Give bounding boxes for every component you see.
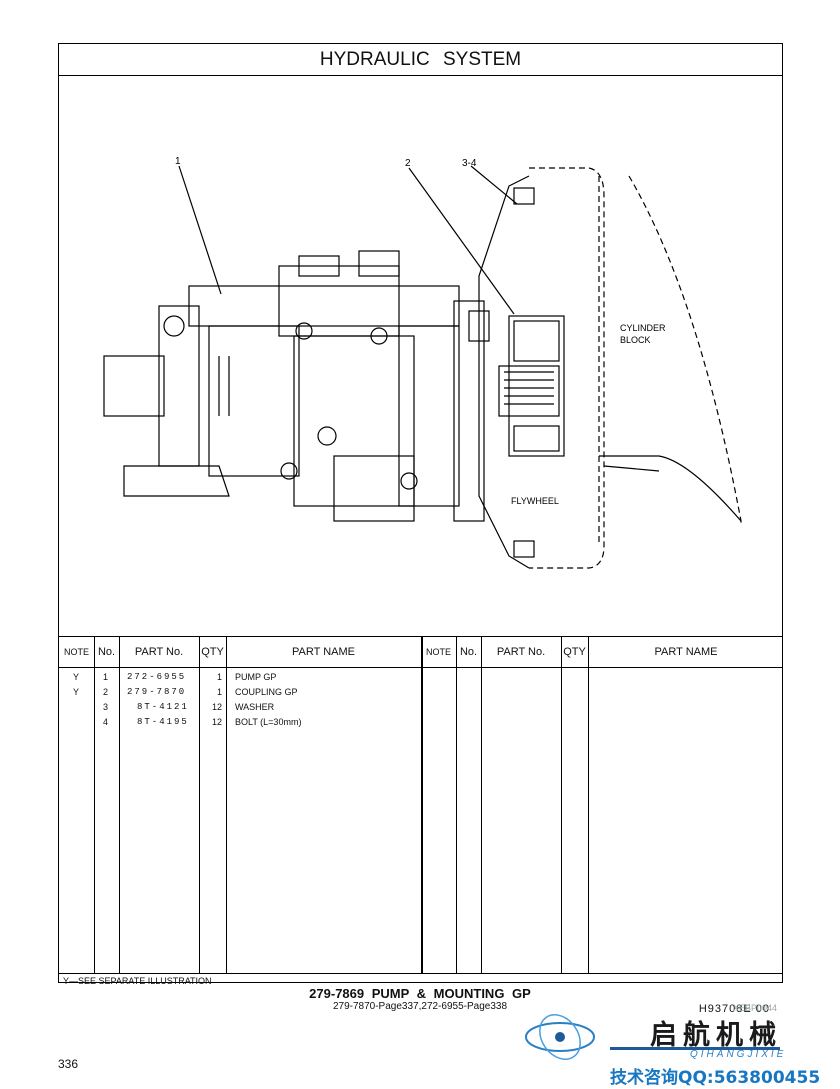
col-sep [199,637,200,973]
table-footnote: Y—SEE SEPARATE ILLUSTRATION [63,976,212,986]
page-title: HYDRAULIC SYSTEM [59,44,782,76]
col-sep [226,637,227,973]
logo-chinese-text: 启航机械 [650,1020,782,1051]
parts-table: NOTE No. PART No. QTY PART NAME NOTE No.… [59,636,782,1015]
header-part-name: PART NAME [654,646,718,658]
row-2-qty: 1 [216,687,222,697]
header-qty: QTY [201,646,224,658]
row-3-part-no: 8T-4121 [137,702,189,712]
row-4-part-no: 8T-4195 [137,717,189,727]
page-number: 336 [58,1057,79,1071]
row-1-part-no: 272-6955 [127,672,187,682]
callout-3-4: 3-4 [462,158,477,169]
row-1-name: PUMP GP [235,672,277,682]
callout-2: 2 [405,158,411,169]
row-1-qty: 1 [216,672,222,682]
group-title: 279-7869 PUMP & MOUNTING GP [309,986,531,1001]
header-no: No. [459,646,478,658]
col-sep [94,637,95,973]
row-3-no: 3 [103,702,109,712]
col-sep [481,637,482,973]
watermark-logo: 启航机械 QIHANGJIXIE 技术咨询QQ:563800455 [520,1005,840,1089]
header-note: NOTE [63,647,89,657]
document-frame: HYDRAULIC SYSTEM [58,43,783,1015]
col-sep [588,637,589,973]
row-2-note: Y [73,687,80,697]
logo-underline [610,1047,780,1050]
table-bottom-line [59,973,782,974]
row-2-part-no: 279-7870 [127,687,187,697]
header-divider [59,667,782,668]
row-3-qty: 12 [211,702,222,712]
header-part-no: PART No. [496,646,546,658]
row-4-name: BOLT (L=30mm) [235,717,302,727]
col-sep [456,637,457,973]
row-2-no: 2 [103,687,109,697]
col-sep [119,637,120,973]
header-part-name: PART NAME [292,646,355,658]
table-mid-divider [421,637,423,973]
label-cylinder: CYLINDER [620,323,666,333]
label-block: BLOCK [620,335,651,345]
header-note: NOTE [425,647,451,657]
illustration-ref-code: H93708E 00 [698,1003,770,1015]
logo-english-text: QIHANGJIXIE [690,1049,787,1060]
row-1-note: Y [73,672,80,682]
pump-drawing: 1 2 3-4 CYLINDER BLOCK FLYWHEEL [103,156,742,569]
watermark-code: XEBP0044 [733,1003,778,1013]
row-2-name: COUPLING GP [235,687,298,697]
col-sep [561,637,562,973]
row-3-name: WASHER [235,702,275,712]
page-references: 279-7870-Page337,272-6955-Page338 [332,1001,508,1012]
row-4-no: 4 [103,717,109,727]
header-part-no: PART No. [134,646,184,658]
header-no: No. [97,646,116,658]
logo-contact-text: 技术咨询QQ:563800455 [610,1068,821,1088]
header-qty: QTY [563,646,586,658]
pump-illustration: 1 2 3-4 CYLINDER BLOCK FLYWHEEL [59,76,782,636]
row-4-qty: 12 [211,717,222,727]
callout-1: 1 [175,156,181,167]
logo-emblem-icon [525,1014,595,1060]
row-1-no: 1 [103,672,109,682]
label-flywheel: FLYWHEEL [511,496,559,506]
